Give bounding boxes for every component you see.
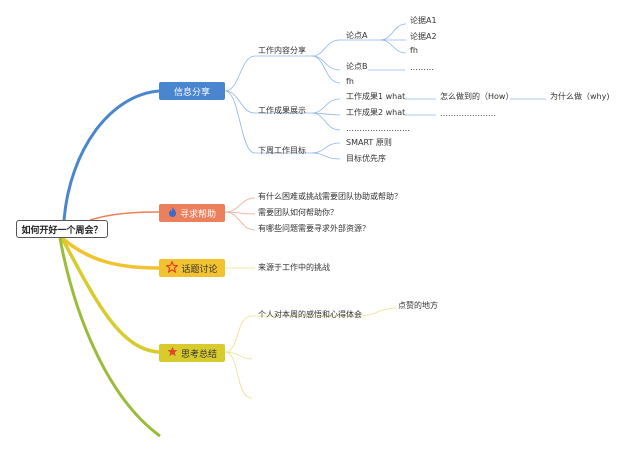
flame-icon <box>168 206 177 220</box>
topic-discussion-label: 话题讨论 <box>181 264 218 275</box>
node-result-1[interactable]: 工作成果1 what <box>346 92 406 101</box>
root-topic-label: 如何开好一个周会？ <box>21 225 103 236</box>
node-point-b[interactable]: 论点B <box>346 62 368 71</box>
root-topic[interactable]: 如何开好一个周会？ <box>16 220 108 238</box>
topic-discussion[interactable]: 话题讨论 <box>159 259 225 277</box>
node-summary-1-child[interactable]: 点赞的地方 <box>398 301 438 310</box>
node-result-2-dots[interactable]: ………………… <box>440 109 496 118</box>
node-fh-2[interactable]: fh <box>346 77 354 86</box>
node-why[interactable]: 为什么做（why) <box>550 92 610 101</box>
node-results-dots[interactable]: …………………… <box>346 124 410 133</box>
node-arg-a2[interactable]: 论据A2 <box>410 32 437 41</box>
node-help-q3[interactable]: 有哪些问题需要寻求外部资源？ <box>258 224 370 233</box>
node-result-2[interactable]: 工作成果2 what <box>346 108 406 117</box>
node-point-b-dots[interactable]: ……… <box>410 63 434 72</box>
root-link-info <box>62 89 160 221</box>
topic-summary-label: 思考总结 <box>180 349 217 360</box>
star-outline-icon <box>165 259 180 276</box>
node-results[interactable]: 工作成果展示 <box>258 106 306 115</box>
topic-info-share[interactable]: 信息分享 <box>159 82 225 100</box>
topic-seek-help[interactable]: 寻求帮助 <box>159 204 225 222</box>
node-work-share[interactable]: 工作内容分享 <box>258 46 306 55</box>
root-link-discuss <box>60 236 160 270</box>
node-point-a[interactable]: 论点A <box>346 31 368 40</box>
node-help-q2[interactable]: 需要团队如何帮助你？ <box>258 208 338 217</box>
node-arg-a1[interactable]: 论据A1 <box>410 16 437 25</box>
root-link-tail <box>58 237 161 438</box>
node-next-goals[interactable]: 下周工作目标 <box>258 146 306 155</box>
node-discuss-1[interactable]: 来源于工作中的挑战 <box>258 263 330 272</box>
root-link-help <box>89 211 160 221</box>
node-summary-1[interactable]: 个人对本周的感悟和心得体会 <box>258 310 362 319</box>
node-help-q1[interactable]: 有什么困难或挑战需要团队协助或帮助？ <box>258 192 402 201</box>
node-smart[interactable]: SMART 原则 <box>346 138 392 147</box>
topic-summary[interactable]: 思考总结 <box>159 344 225 362</box>
topic-info-share-label: 信息分享 <box>173 87 210 98</box>
node-how[interactable]: 怎么做到的（How） <box>440 92 514 101</box>
node-priority[interactable]: 目标优先序 <box>346 154 386 163</box>
topic-seek-help-label: 寻求帮助 <box>179 209 216 220</box>
root-link-summary <box>60 237 160 354</box>
star-filled-icon <box>167 346 178 360</box>
node-fh-1[interactable]: fh <box>410 46 418 55</box>
